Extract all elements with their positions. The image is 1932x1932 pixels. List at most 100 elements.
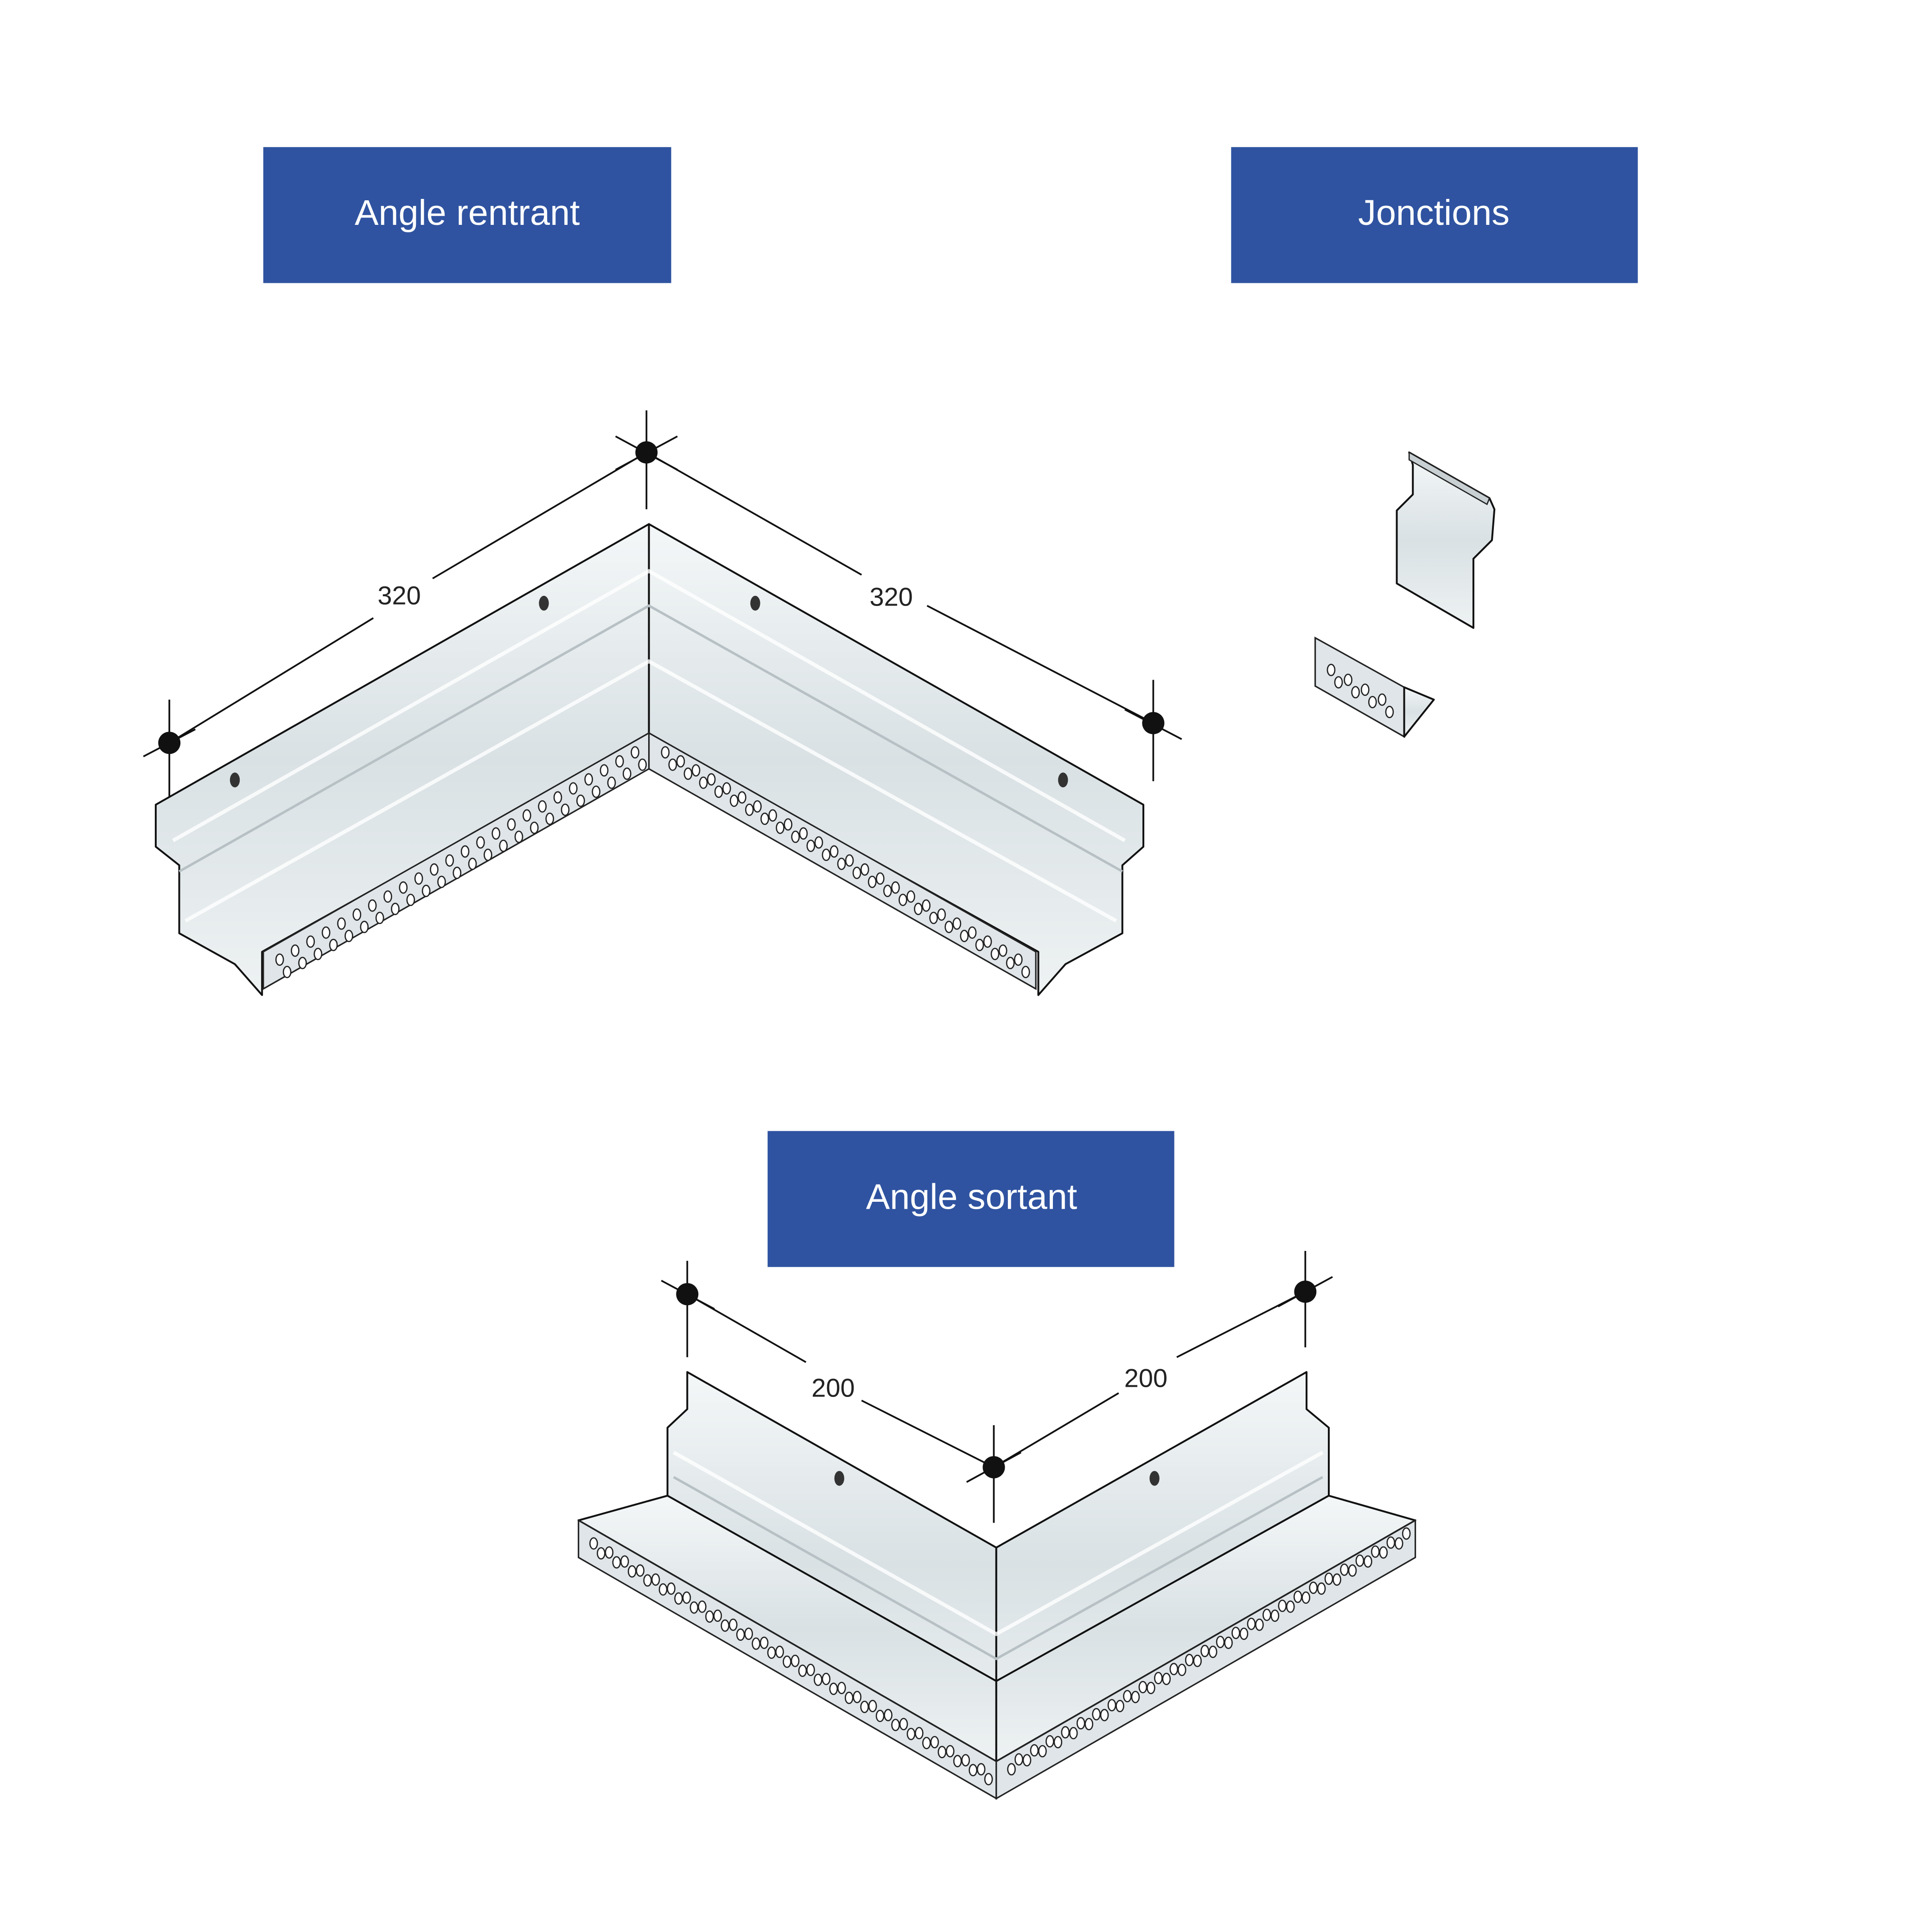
perforation-hole — [638, 758, 647, 771]
perforation-hole — [1007, 1763, 1016, 1776]
perforation-hole — [399, 881, 408, 894]
perforation-hole — [1069, 1727, 1078, 1740]
perforation-hole — [852, 867, 861, 879]
label-jonctions: Jonctions — [1231, 147, 1638, 283]
perforation-hole — [421, 885, 431, 897]
perforation-hole — [1351, 686, 1360, 699]
perforation-hole — [491, 827, 501, 840]
perforation-hole — [667, 1582, 676, 1595]
perforation-hole — [468, 857, 477, 870]
perforation-hole — [282, 966, 292, 978]
perforation-hole — [983, 935, 992, 948]
jonction-piece-upper — [1396, 451, 1496, 629]
perforation-hole — [806, 1664, 815, 1677]
perforation-hole — [814, 1673, 823, 1686]
perforation-hole — [1231, 1626, 1240, 1639]
label-angle-sortant-text: Angle sortant — [866, 1177, 1077, 1217]
perforation-hole — [799, 827, 808, 840]
perforation-hole — [814, 836, 823, 849]
perforation-hole — [1333, 1573, 1341, 1586]
perforation-hole — [1247, 1618, 1256, 1630]
perforation-hole — [990, 948, 1000, 960]
perforation-hole — [1262, 1608, 1271, 1621]
perforation-hole — [975, 938, 984, 951]
perforation-hole — [1340, 1563, 1349, 1576]
perforation-hole — [713, 1609, 722, 1622]
perforation-hole — [698, 1600, 707, 1613]
perforation-hole — [414, 872, 423, 885]
perforation-hole — [661, 746, 670, 759]
perforation-hole — [368, 899, 377, 912]
perforation-hole — [291, 944, 300, 957]
perforation-hole — [658, 1583, 668, 1596]
perforation-holes — [275, 746, 1030, 978]
angle-sortant-dimensions: 200 200 — [661, 1251, 1333, 1523]
perforation-hole — [1317, 1582, 1326, 1595]
perforation-hole — [860, 1701, 869, 1713]
perforation-hole — [683, 767, 693, 780]
perforation-hole — [674, 1592, 683, 1605]
perforation-hole — [1116, 1700, 1124, 1712]
perforation-hole — [507, 818, 516, 831]
perforation-hole — [884, 1709, 893, 1722]
perforation-hole — [752, 1637, 761, 1650]
perforation-hole — [953, 1755, 962, 1767]
perforation-hole — [728, 1618, 738, 1631]
perforation-hole — [576, 794, 585, 807]
perforation-hole — [768, 809, 777, 822]
perforation-hole — [922, 1737, 931, 1749]
jonction-piece-lower — [1314, 636, 1435, 738]
perforation-hole — [891, 881, 900, 894]
perforation-hole — [1061, 1726, 1070, 1739]
perforation-hole — [453, 867, 462, 879]
perforation-hole — [1076, 1717, 1085, 1730]
perforation-hole — [806, 839, 816, 852]
perforation-hole — [738, 791, 746, 804]
perforation-hole — [961, 1754, 970, 1766]
perforation-hole — [1309, 1581, 1318, 1594]
perforation-hole — [829, 845, 839, 858]
perforation-hole — [1162, 1672, 1171, 1685]
perforation-hole — [891, 1719, 900, 1731]
perforation-hole — [1278, 1600, 1287, 1612]
perforation-hole — [1348, 1564, 1357, 1577]
perforation-hole — [676, 755, 685, 768]
perforation-hole — [615, 755, 624, 768]
perforation-hole — [523, 809, 531, 822]
perforation-hole — [1046, 1735, 1054, 1748]
perforation-hole — [1021, 966, 1030, 978]
perforation-holes — [589, 1527, 1411, 1785]
perforation-hole — [1355, 1554, 1365, 1567]
perforation-hole — [1193, 1654, 1202, 1667]
perforation-hole — [1324, 1572, 1333, 1585]
perforation-hole — [822, 848, 831, 861]
dimension-sortant-right: 200 — [1124, 1363, 1167, 1392]
perforation-hole — [1386, 1536, 1396, 1549]
perforation-hole — [1169, 1663, 1179, 1676]
perforation-hole — [1394, 1537, 1403, 1550]
perforation-hole — [668, 758, 677, 771]
perforation-hole — [906, 1728, 916, 1741]
perforation-hole — [767, 1646, 776, 1659]
perforation-hole — [437, 875, 446, 888]
perforation-hole — [714, 785, 723, 798]
perforation-hole — [937, 1746, 947, 1759]
perforation-hole — [391, 903, 400, 915]
label-angle-rentrant-text: Angle rentrant — [355, 193, 580, 233]
perforation-hole — [360, 920, 369, 933]
perforation-hole — [722, 782, 731, 795]
perforation-hole — [1107, 1699, 1116, 1712]
perforation-hole — [597, 1547, 606, 1560]
perforation-hole — [612, 1556, 621, 1569]
label-jonctions-text: Jonctions — [1358, 193, 1510, 233]
perforation-hole — [1368, 695, 1377, 708]
perforation-hole — [1006, 956, 1015, 969]
perforation-hole — [929, 912, 938, 925]
perforation-hole — [1334, 676, 1343, 689]
perforation-hole — [753, 800, 762, 813]
perforation-hole — [998, 944, 1007, 957]
label-angle-sortant: Angle sortant — [767, 1131, 1174, 1267]
perforation-hole — [744, 1627, 753, 1640]
perforation-hole — [627, 1565, 637, 1578]
